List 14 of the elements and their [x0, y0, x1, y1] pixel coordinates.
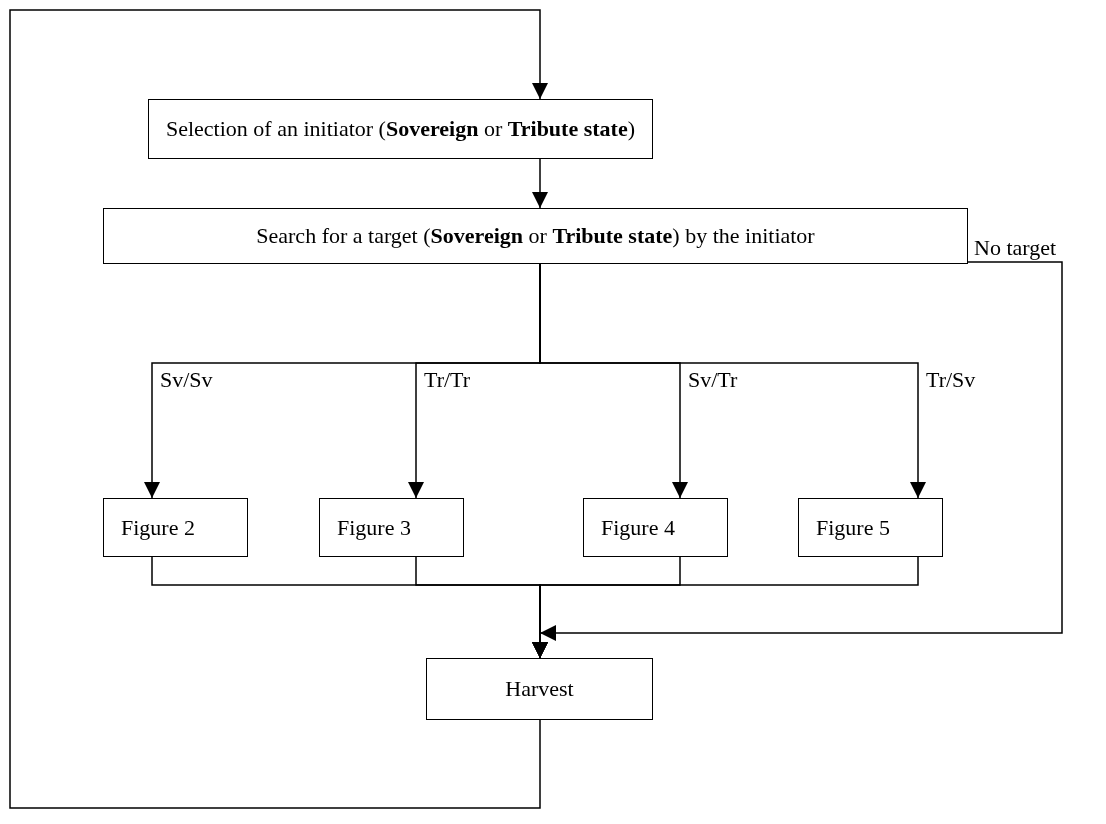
box-label: Selection of an initiator (Sovereign or Tribute state): [165, 116, 635, 142]
box-label: Figure 3: [337, 514, 411, 541]
process-box: [103, 208, 968, 264]
box-label: Figure 4: [601, 514, 675, 541]
process-box: [798, 498, 943, 557]
box-label: Search for a target (Sovereign or Tribute state) by the initiator: [256, 223, 815, 249]
box-label: Figure 5: [816, 514, 890, 541]
process-box: [148, 99, 653, 159]
box-label: Harvest: [505, 676, 574, 702]
process-box: [426, 658, 653, 720]
box-label: Figure 2: [121, 514, 195, 541]
process-box: [103, 498, 248, 557]
process-box: [319, 498, 464, 557]
process-box: [583, 498, 728, 557]
